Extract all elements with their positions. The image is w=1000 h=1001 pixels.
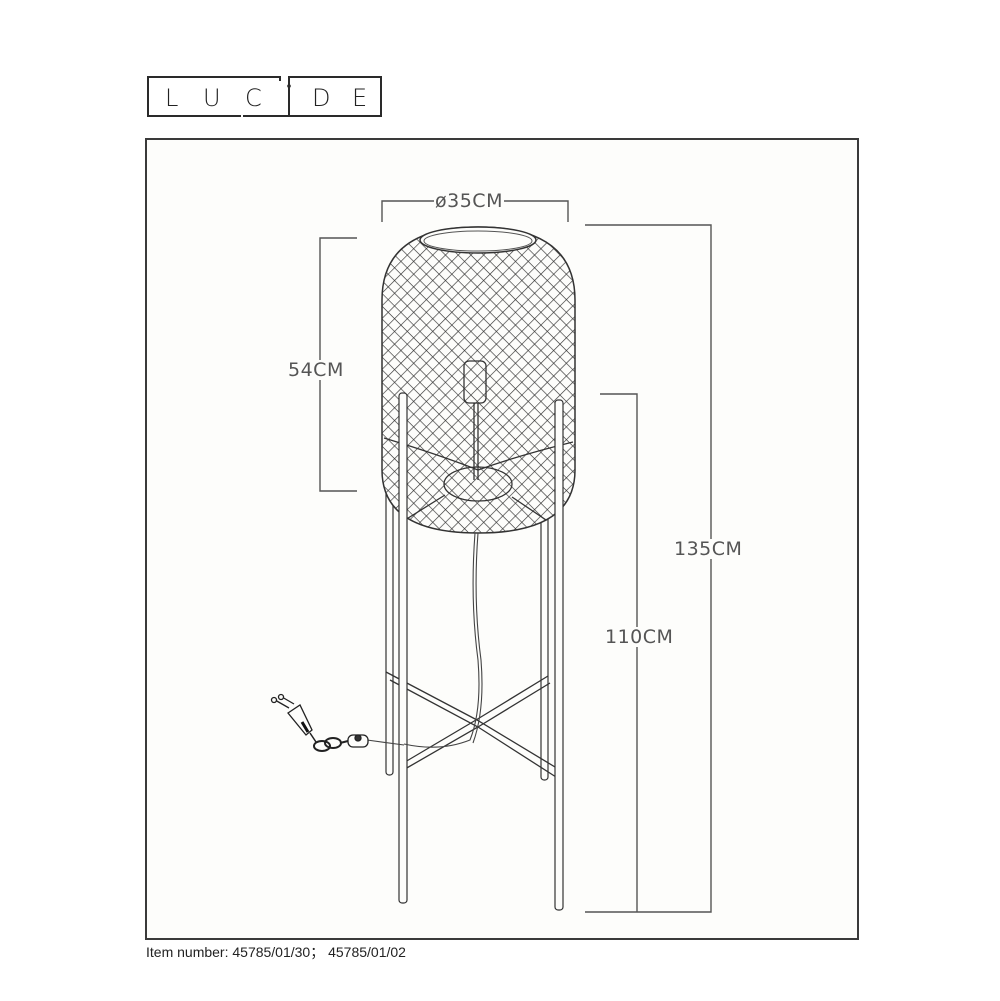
- total-height-label: 135CM: [673, 538, 744, 560]
- mesh-shade: [381, 226, 576, 534]
- stand-height-label: 110CM: [604, 626, 675, 648]
- item-number-caption: Item number: 45785/01/30； 45785/01/02: [146, 944, 406, 960]
- coiled-cord: [313, 737, 349, 752]
- logo-letter: C: [245, 84, 262, 112]
- logo-letter: U: [203, 84, 221, 112]
- dimension-total-height: [585, 224, 712, 913]
- power-cord: [366, 532, 483, 748]
- dimension-stand-height: [600, 393, 638, 912]
- logo-frame-icon: [147, 76, 382, 117]
- lower-cross-brace: [385, 671, 561, 778]
- logo-letter: L: [165, 84, 179, 112]
- plug-icon: [270, 693, 317, 743]
- front-legs: [398, 392, 564, 911]
- shade-height-label: 54CM: [287, 359, 345, 381]
- logo-letter: D: [312, 84, 331, 112]
- brand-logo: L U C D E: [147, 76, 382, 118]
- inline-switch-icon: [347, 734, 369, 748]
- logo-letter: E: [352, 84, 368, 112]
- diameter-label: ø35CM: [434, 190, 504, 212]
